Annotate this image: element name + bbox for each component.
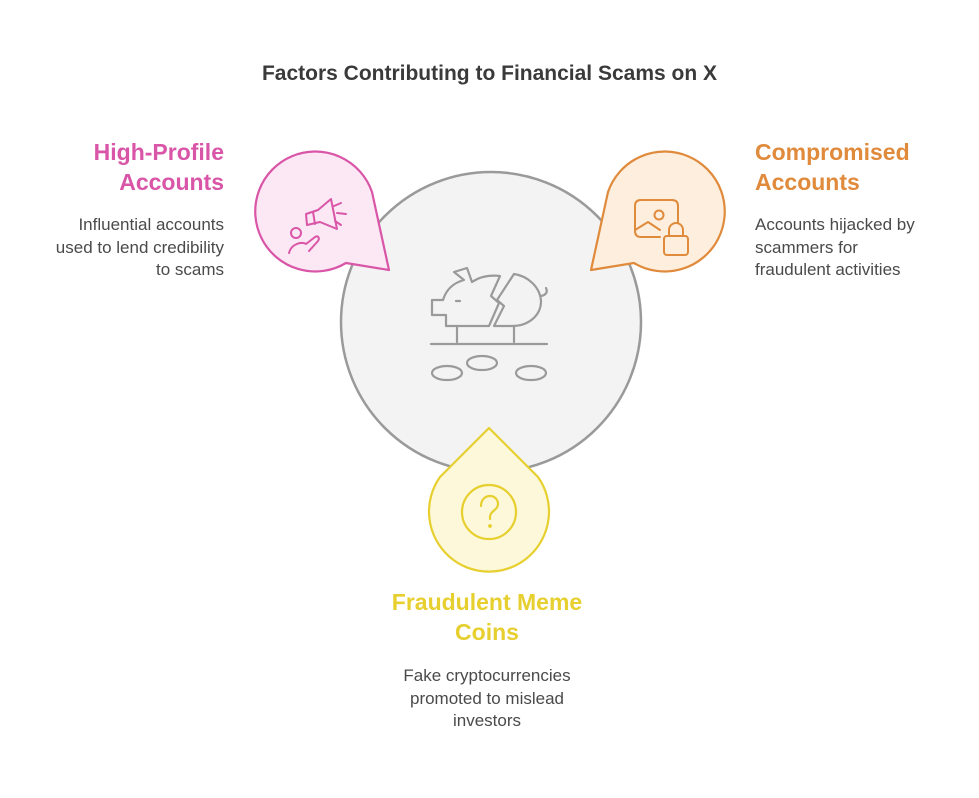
meme-coins-heading-line-1: Fraudulent Meme xyxy=(337,587,637,617)
high-profile-heading-line-2: Accounts xyxy=(94,167,224,197)
high-profile-desc-line-3: to scams xyxy=(56,259,224,282)
high-profile-desc-line-2: used to lend credibility xyxy=(56,237,224,260)
meme-coins-desc-line-3: investors xyxy=(337,710,637,733)
meme-coins-heading-line-2: Coins xyxy=(337,617,637,647)
compromised-heading-line-2: Accounts xyxy=(755,167,910,197)
high-profile-desc-line-1: Influential accounts xyxy=(56,214,224,237)
compromised-heading-line-1: Compromised xyxy=(755,137,910,167)
meme-coins-description: Fake cryptocurrencies promoted to mislea… xyxy=(337,665,637,733)
meme-coins-desc-line-1: Fake cryptocurrencies xyxy=(337,665,637,688)
compromised-heading: Compromised Accounts xyxy=(755,137,910,197)
high-profile-description: Influential accounts used to lend credib… xyxy=(56,214,224,282)
high-profile-heading-line-1: High-Profile xyxy=(94,137,224,167)
high-profile-drop xyxy=(255,151,389,271)
meme-coins-heading: Fraudulent Meme Coins xyxy=(337,587,637,647)
compromised-desc-line-1: Accounts hijacked by xyxy=(755,214,915,237)
high-profile-heading: High-Profile Accounts xyxy=(94,137,224,197)
compromised-desc-line-2: scammers for xyxy=(755,237,915,260)
compromised-description: Accounts hijacked by scammers for fraudu… xyxy=(755,214,915,282)
compromised-desc-line-3: fraudulent activities xyxy=(755,259,915,282)
meme-coins-desc-line-2: promoted to mislead xyxy=(337,688,637,711)
page-title: Factors Contributing to Financial Scams … xyxy=(0,62,979,86)
